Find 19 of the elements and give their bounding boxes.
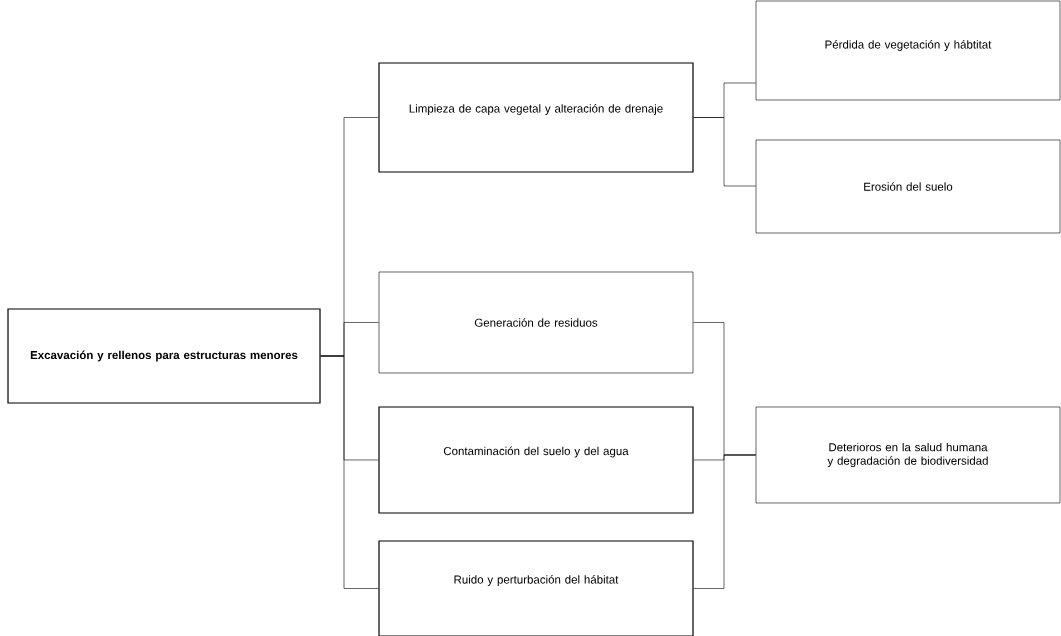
process-box xyxy=(378,271,694,374)
box-label: Erosión del suelo xyxy=(864,182,953,191)
box-label: Pérdida de vegetación y hábtitat xyxy=(825,40,992,51)
connector-line xyxy=(320,355,379,589)
process-box xyxy=(378,540,694,636)
box-label: Generación de residuos xyxy=(474,318,598,327)
box-label: Limpieza de capa vegetal y alteración de drenaje xyxy=(409,104,663,115)
box-label: Contaminación del suelo y del agua xyxy=(443,446,629,458)
process-box xyxy=(755,406,1061,504)
box-label: Ruido y perturbación del hábitat xyxy=(454,575,619,586)
process-box xyxy=(755,0,1061,101)
process-box xyxy=(7,308,321,404)
process-box xyxy=(378,62,694,173)
box-label: Excavación y rellenos para estructuras menores xyxy=(30,350,298,362)
connector-line xyxy=(693,454,756,589)
process-box xyxy=(378,406,694,514)
connector-line xyxy=(693,117,756,187)
box-label: Deterioros en la salud humana y degradación de biodiversidad xyxy=(827,442,988,468)
process-box xyxy=(755,139,1061,234)
